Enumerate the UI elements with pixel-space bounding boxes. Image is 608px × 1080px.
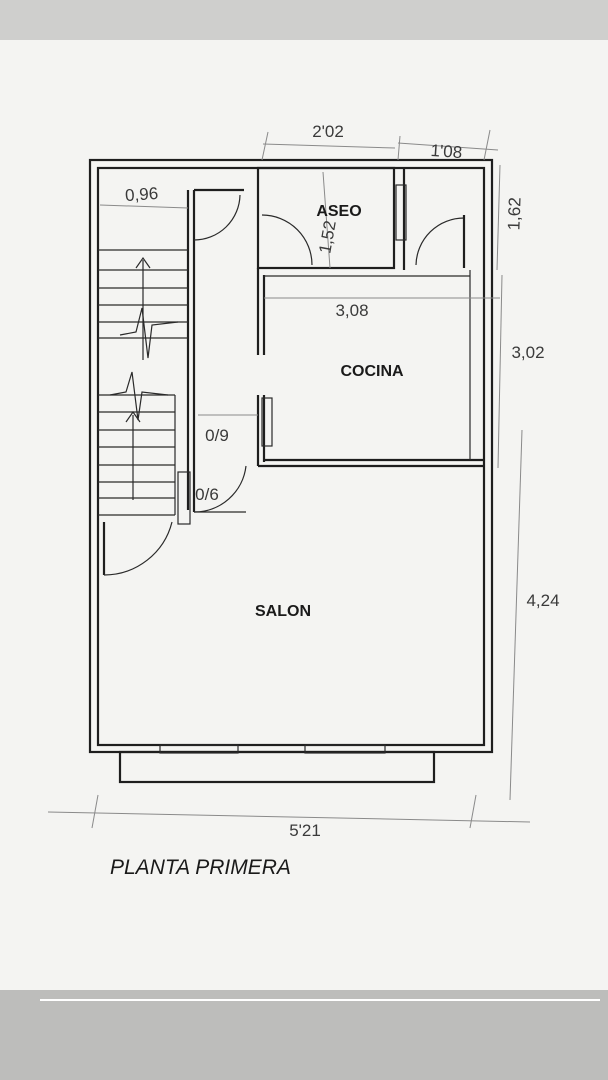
dim-salon-height: 4,24	[526, 591, 559, 610]
window-right	[304, 744, 386, 754]
right-door-swing	[415, 217, 465, 266]
dimension-lines	[47, 129, 531, 829]
dim-door-width: 0/9	[205, 426, 229, 445]
dim-small-door: 0/6	[195, 485, 219, 504]
plan-title: PLANTA PRIMERA	[110, 856, 291, 879]
dim-top-left-width: 0,96	[124, 184, 158, 205]
dim-cocina-width: 3,08	[335, 301, 368, 320]
room-label-salon: SALON	[255, 603, 311, 620]
staircase	[98, 249, 188, 516]
aseo-walls	[256, 166, 396, 270]
room-label-aseo: ASEO	[316, 203, 361, 220]
entrance-door-swing	[103, 521, 173, 576]
aseo-window	[395, 184, 407, 241]
paper-sheet	[0, 40, 608, 1000]
salon-door-swing	[193, 465, 247, 513]
dim-aseo-width: 2'02	[312, 122, 344, 141]
balcony	[118, 750, 436, 784]
corridor-door-swing	[193, 194, 241, 241]
dim-top-right-width: 1'08	[430, 141, 463, 162]
window-left	[159, 744, 239, 754]
cocina-door-leaf	[261, 397, 273, 447]
dim-right-top-height: 1,62	[504, 197, 524, 231]
dim-cocina-height: 3,02	[511, 343, 544, 362]
dim-total-width: 5'21	[289, 821, 321, 840]
room-label-cocina: COCINA	[340, 363, 404, 380]
aseo-door-swing	[261, 214, 313, 266]
